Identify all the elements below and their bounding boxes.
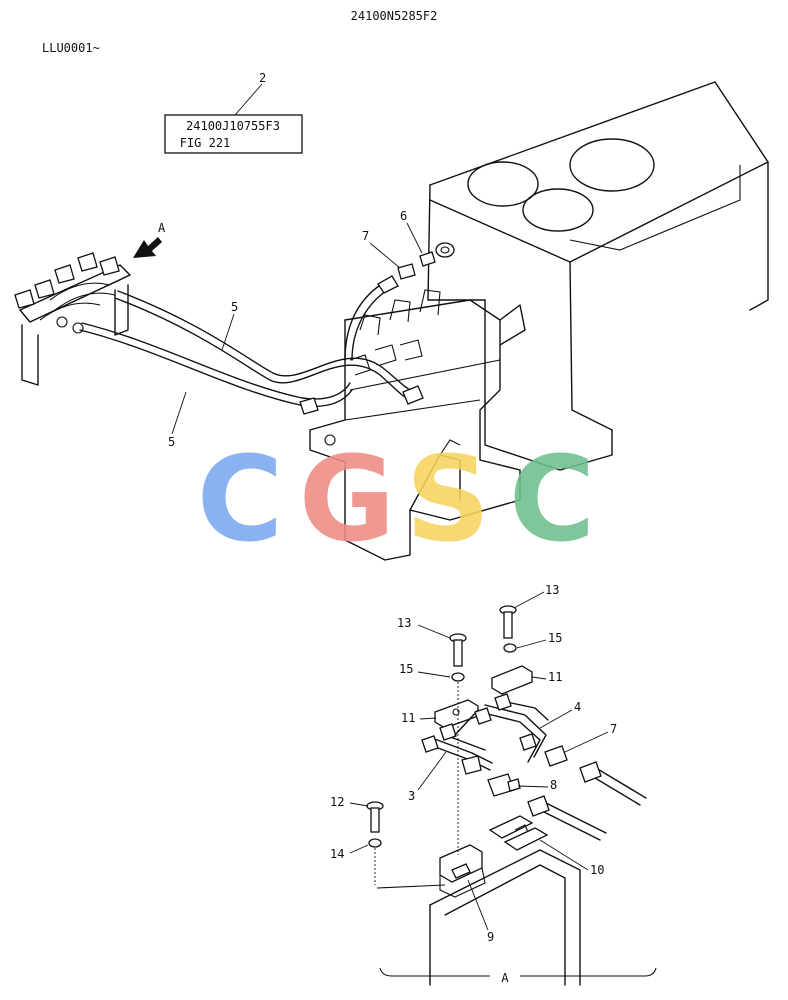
- view-label-a: A: [158, 221, 166, 235]
- watermark-letter-c2: C: [509, 430, 596, 568]
- washer-14[interactable]: [368, 838, 382, 848]
- clamp-11-right[interactable]: [491, 665, 533, 695]
- reference-box[interactable]: 24100J10755F3 FIG 221: [164, 114, 303, 154]
- callout-2: 2: [259, 71, 266, 85]
- callout-3: 3: [408, 789, 415, 803]
- tee-fitting-8[interactable]: [487, 773, 521, 797]
- callout-6: 6: [400, 209, 407, 223]
- callout-9: 9: [487, 930, 494, 944]
- bolt-12[interactable]: [366, 801, 384, 833]
- callout-7-lower: 7: [610, 722, 617, 736]
- reference-figure: FIG 221: [180, 136, 231, 150]
- hose-upper-7: [344, 281, 386, 361]
- watermark: C G S C: [197, 430, 596, 568]
- callout-4: 4: [574, 700, 581, 714]
- serial-range: LLU0001~: [42, 41, 100, 55]
- callout-5-lower: 5: [168, 435, 175, 449]
- watermark-letter-g: G: [299, 430, 396, 568]
- pilot-valve-assembly: [14, 252, 131, 386]
- bracket-10[interactable]: [488, 815, 549, 851]
- reference-part-number: 24100J10755F3: [186, 119, 280, 133]
- detail-label-a: A: [501, 971, 509, 985]
- callout-13-left: 13: [397, 616, 411, 630]
- pilot-hoses: [79, 290, 424, 415]
- tube-3[interactable]: [421, 723, 493, 775]
- callout-8: 8: [550, 778, 557, 792]
- fitting-6[interactable]: [419, 242, 455, 267]
- bolt-13-right[interactable]: [499, 605, 517, 639]
- callout-15-right: 15: [548, 631, 562, 645]
- detail-a-bracket: A: [379, 967, 657, 985]
- control-valve-block: [309, 289, 526, 561]
- callout-5-upper: 5: [231, 300, 238, 314]
- detail-a-base: [376, 849, 581, 986]
- view-arrow-a: A: [133, 221, 166, 258]
- machine-housing: [427, 81, 769, 471]
- tube-4[interactable]: [454, 693, 549, 763]
- callout-10: 10: [590, 863, 604, 877]
- watermark-letter-s: S: [406, 430, 491, 568]
- bolt-13-left[interactable]: [449, 633, 467, 667]
- callout-12: 12: [330, 795, 344, 809]
- callout-15-left: 15: [399, 662, 413, 676]
- callout-7-upper: 7: [362, 229, 369, 243]
- callout-13-right: 13: [545, 583, 559, 597]
- washer-15-right[interactable]: [503, 643, 517, 653]
- clamp-11-left[interactable]: [434, 699, 479, 729]
- hoses-lower: [527, 761, 647, 841]
- fitting-7-lower[interactable]: [544, 745, 568, 767]
- bracket-9[interactable]: [439, 844, 486, 898]
- washer-15-left[interactable]: [451, 672, 465, 682]
- fitting-7-upper[interactable]: [397, 263, 416, 280]
- watermark-letter-c1: C: [197, 430, 284, 568]
- callout-11-left: 11: [401, 711, 415, 725]
- callout-11-right: 11: [548, 670, 562, 684]
- callout-14: 14: [330, 847, 344, 861]
- drawing-number: 24100N5285F2: [351, 9, 438, 23]
